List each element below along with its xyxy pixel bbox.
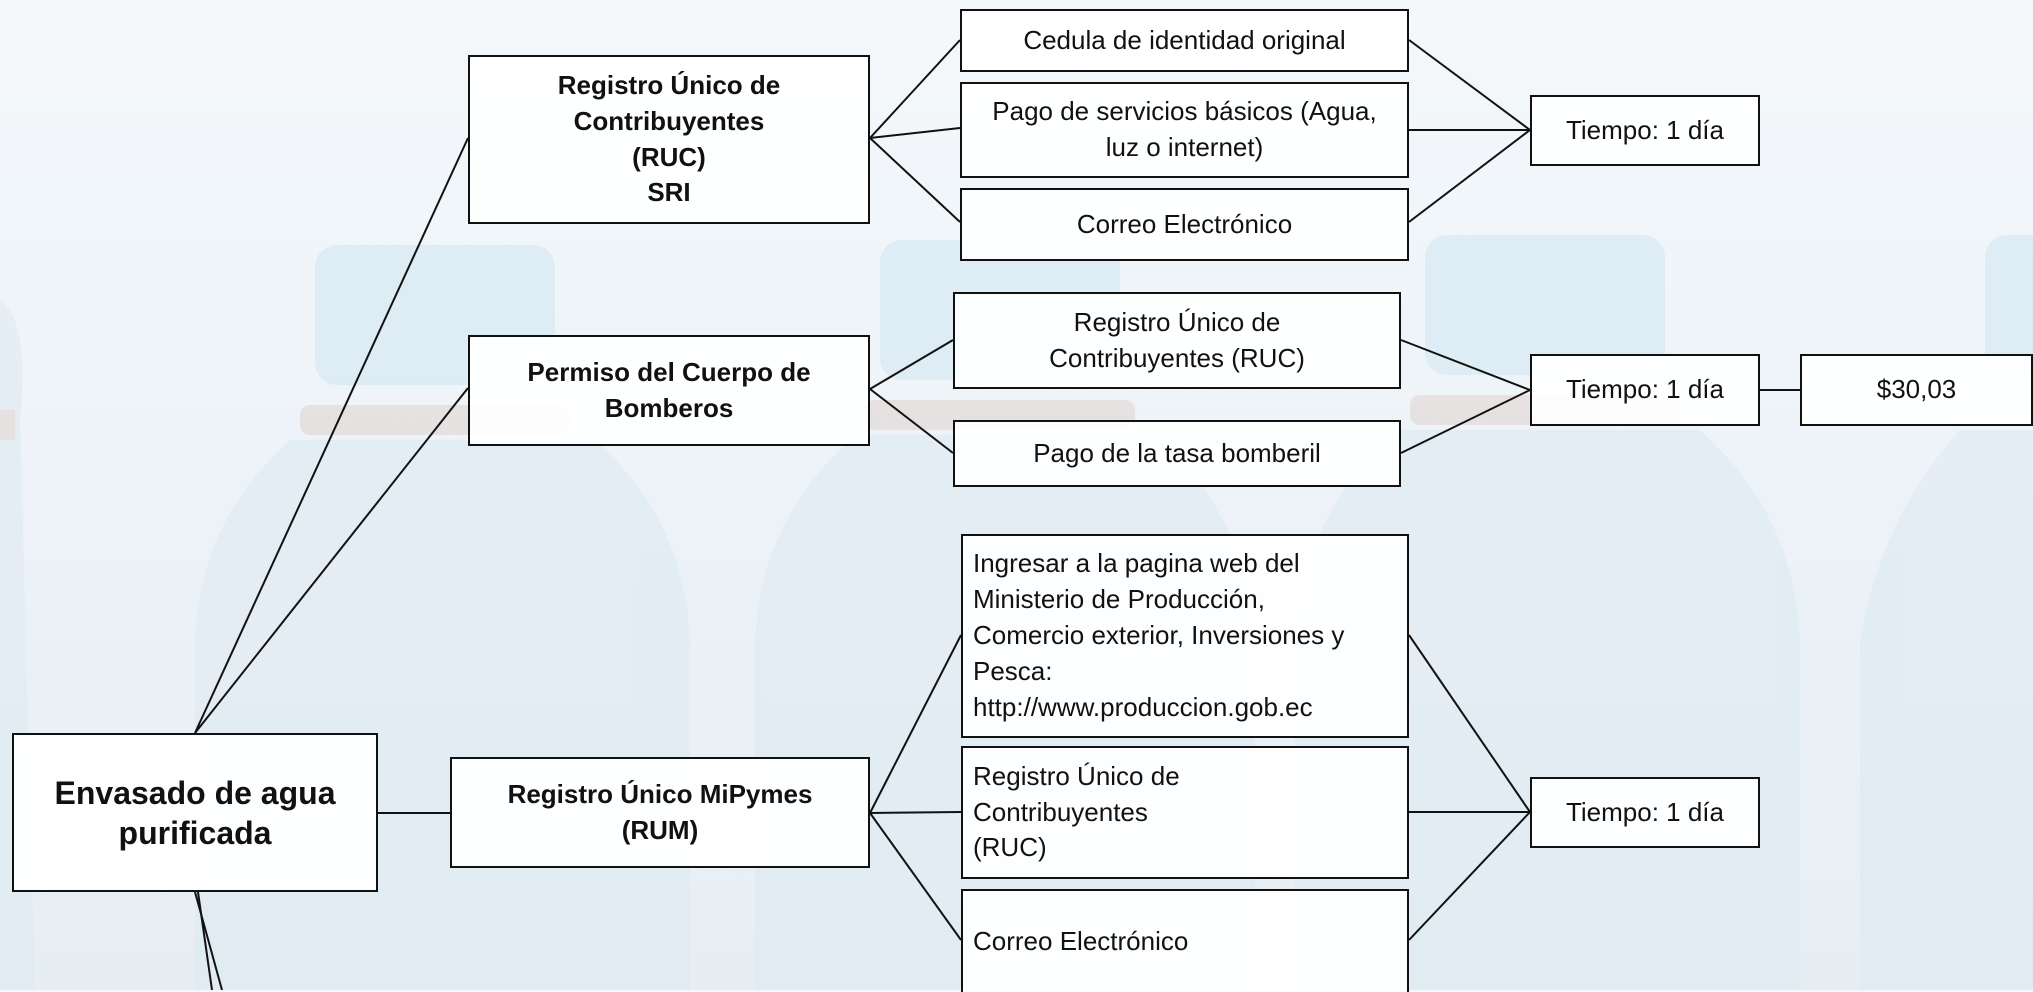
branch-rum: Registro Único MiPymes (RUM) (450, 757, 870, 868)
time-box-rum: Tiempo: 1 día (1530, 777, 1760, 848)
requirement-pagina-web: Ingresar a la pagina web del Ministerio … (961, 534, 1409, 738)
time-box-ruc: Tiempo: 1 día (1530, 95, 1760, 166)
connector-root-ruc (194, 137, 469, 734)
requirement-ruc-rum: Registro Único de Contribuyentes (RUC) (961, 746, 1409, 879)
root-node: Envasado de agua purificada (12, 733, 378, 892)
branch-ruc-sri: Registro Único de Contribuyentes (RUC) S… (468, 55, 870, 224)
requirement-ruc: Registro Único de Contribuyentes (RUC) (953, 292, 1401, 389)
connector-root-down (194, 891, 223, 990)
requirement-correo: Correo Electrónico (960, 188, 1409, 261)
requirement-cedula: Cedula de identidad original (960, 9, 1409, 72)
requirement-servicios-basicos: Pago de servicios básicos (Agua, luz o i… (960, 82, 1409, 178)
cost-box-bomberos: $30,03 (1800, 354, 2033, 426)
requirement-tasa-bomberil: Pago de la tasa bomberil (953, 420, 1401, 487)
branch-bomberos: Permiso del Cuerpo de Bomberos (468, 335, 870, 446)
requirement-correo-rum: Correo Electrónico (961, 889, 1409, 992)
time-box-bomberos: Tiempo: 1 día (1530, 354, 1760, 426)
connector-root-bomberos (194, 387, 469, 734)
